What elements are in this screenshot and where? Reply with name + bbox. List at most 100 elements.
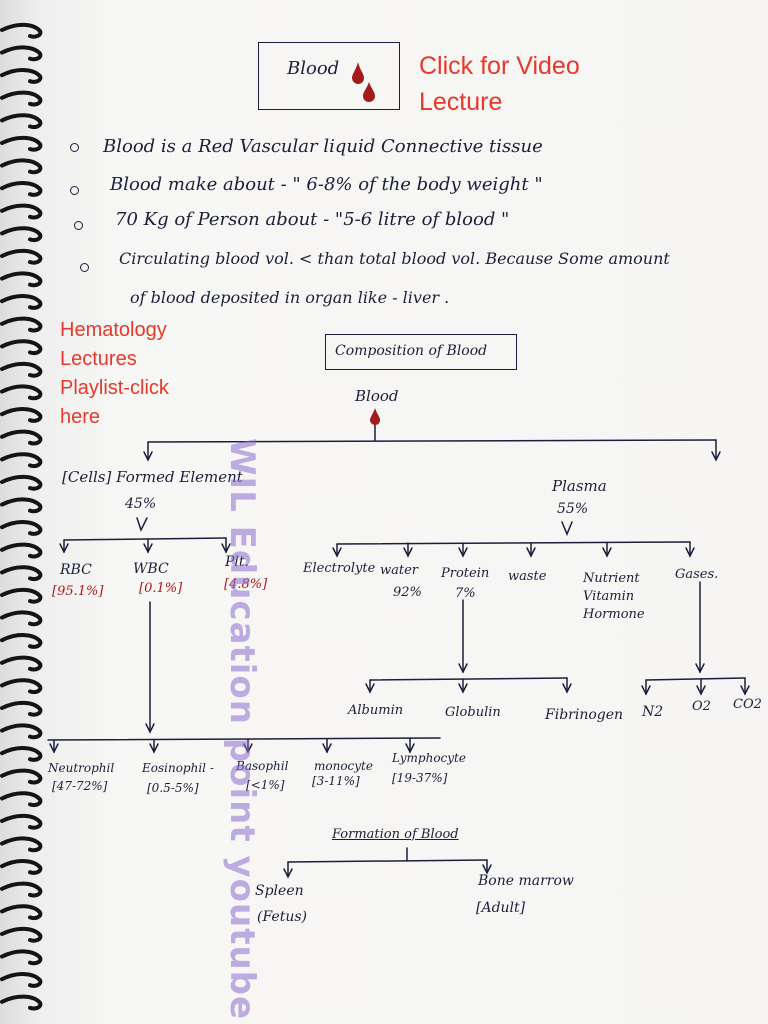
wbc-type-pct: [47-72%] [52, 779, 108, 793]
spiral-ring [0, 791, 43, 808]
spiral-ring [0, 565, 43, 582]
wbc-type-pct: [<1%] [246, 778, 285, 792]
plasma-part: Electrolyte [303, 561, 376, 576]
spiral-ring [0, 587, 43, 604]
gas-item: N2 [642, 704, 664, 720]
formed-element-label: [Cells] Formed Element [62, 468, 243, 486]
note-line: 70 Kg of Person about - "5-6 litre of bl… [115, 209, 510, 230]
spiral-ring [0, 429, 43, 446]
spiral-binding [0, 22, 43, 1011]
playlist-link[interactable]: Hematology Lectures Playlist-click here [60, 319, 169, 428]
spiral-ring [0, 452, 43, 469]
cell-name: WBC [133, 561, 169, 577]
wbc-type: Eosinophil - [142, 761, 214, 775]
wbc-type-pct: [0.5-5%] [147, 781, 199, 795]
formation-note: [Adult] [476, 900, 526, 916]
spiral-ring [0, 158, 43, 175]
spiral-ring [0, 474, 43, 491]
spiral-ring [0, 113, 43, 130]
gas-item: O2 [692, 699, 711, 714]
cell-name: RBC [60, 562, 92, 578]
wbc-type: Basophil [236, 759, 289, 773]
bullet-icon [74, 221, 83, 230]
spiral-ring [0, 135, 43, 152]
spiral-ring [0, 542, 43, 559]
spiral-ring [0, 384, 43, 401]
spiral-ring [0, 226, 43, 243]
spiral-ring [0, 836, 43, 853]
spiral-ring [0, 972, 43, 988]
spiral-ring [0, 859, 43, 875]
composition-box [325, 334, 517, 370]
wbc-type: monocyte [314, 759, 373, 773]
spiral-ring [0, 181, 43, 197]
plasma-pct: 55% [557, 501, 589, 517]
spiral-ring [0, 904, 43, 921]
bullet-icon [80, 263, 89, 272]
spiral-ring [0, 949, 43, 966]
spiral-ring [0, 407, 43, 423]
spiral-ring [0, 520, 43, 536]
spiral-ring [0, 316, 43, 333]
spiral-ring [0, 45, 43, 62]
formed-element-pct: 45% [125, 496, 157, 512]
spiral-ring [0, 248, 43, 265]
wbc-type-pct: [3-11%] [312, 774, 360, 788]
spiral-ring [0, 22, 43, 39]
plasma-part: water [380, 563, 419, 578]
plasma-part-pct: 7% [455, 586, 476, 601]
note-line: Blood is a Red Vascular liquid Connectiv… [103, 136, 543, 157]
spiral-ring [0, 994, 43, 1011]
spiral-ring [0, 678, 43, 695]
gas-item: CO2 [733, 697, 762, 712]
plasma-part-pct: 92% [393, 585, 422, 600]
formation-site: Bone marrow [478, 873, 574, 889]
spiral-ring [0, 610, 43, 627]
video-lecture-link[interactable]: Click for Video Lecture [419, 52, 580, 117]
wbc-type-pct: [19-37%] [392, 771, 448, 785]
cell-pct: [4.8%] [224, 577, 268, 592]
wbc-type: Lymphocyte [392, 751, 466, 765]
plasma-part: Nutrient Vitamin Hormone [583, 571, 645, 623]
protein-item: Fibrinogen [545, 707, 624, 723]
formation-note: (Fetus) [257, 909, 307, 925]
note-line: Blood make about - " 6-8% of the body we… [110, 174, 543, 195]
title-box [258, 42, 400, 110]
wbc-type: Neutrophil [48, 761, 115, 775]
plasma-part: Gases. [675, 567, 719, 582]
spiral-ring [0, 361, 43, 378]
formation-site: Spleen [255, 883, 304, 899]
plasma-part: waste [508, 569, 547, 584]
spiral-ring [0, 768, 43, 785]
spiral-ring [0, 700, 43, 717]
spiral-ring [0, 271, 43, 288]
root-node: Blood [355, 387, 399, 405]
cell-pct: [0.1%] [139, 581, 183, 596]
protein-item: Globulin [445, 705, 501, 720]
plasma-label: Plasma [552, 477, 607, 495]
note-line: of blood deposited in organ like - liver… [130, 288, 450, 307]
bullet-icon [70, 143, 79, 152]
spiral-ring [0, 294, 43, 310]
spiral-ring [0, 497, 43, 514]
spiral-ring [0, 68, 43, 84]
cell-name: Plt. [225, 554, 249, 570]
composition-title: Composition of Blood [335, 343, 488, 359]
spiral-ring [0, 90, 43, 107]
spiral-ring [0, 633, 43, 649]
plasma-part: Protein [441, 566, 490, 581]
spiral-ring [0, 926, 43, 943]
spiral-ring [0, 813, 43, 830]
formation-title: Formation of Blood [332, 827, 459, 842]
protein-item: Albumin [348, 703, 404, 718]
spiral-ring [0, 723, 43, 740]
cell-pct: [95.1%] [52, 584, 104, 599]
bullet-icon [70, 186, 79, 195]
watermark: WIL Education point youtube [222, 438, 262, 1021]
spiral-ring [0, 339, 43, 356]
page-title: Blood [287, 58, 340, 79]
spiral-ring [0, 655, 43, 672]
spiral-ring [0, 746, 43, 762]
